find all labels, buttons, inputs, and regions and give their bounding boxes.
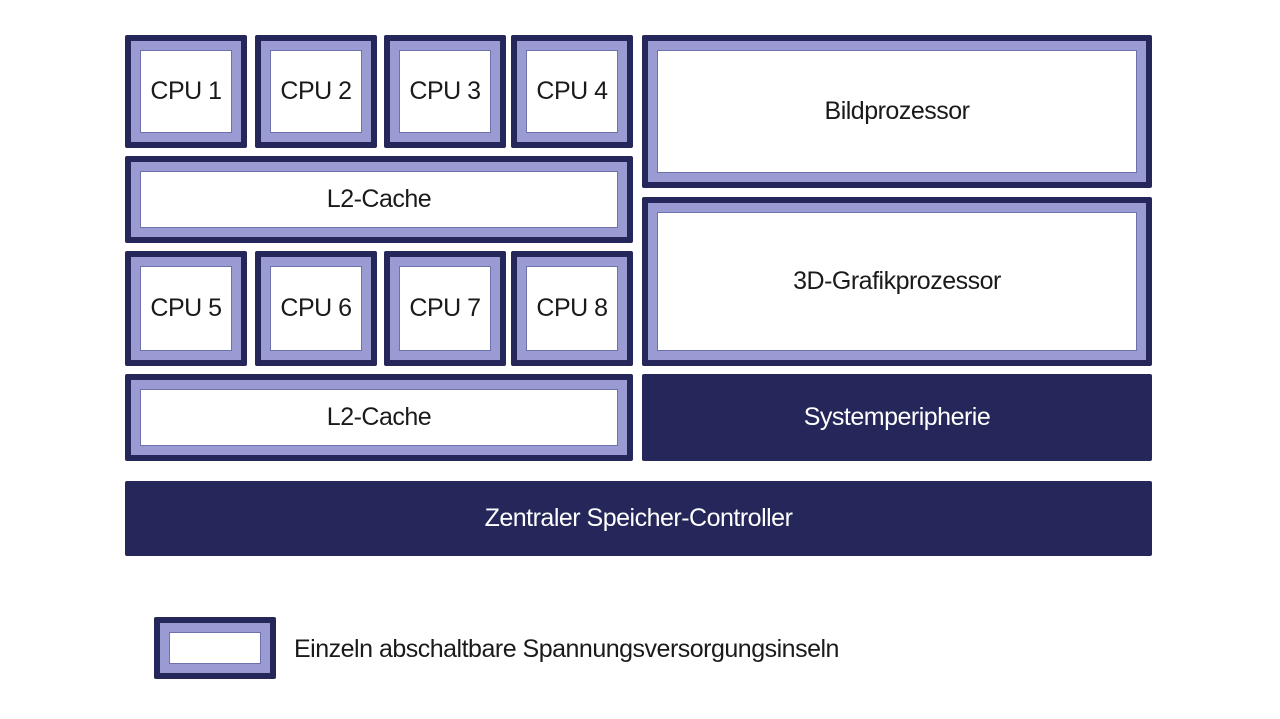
- cpu-3-block: CPU 3: [384, 35, 506, 148]
- cpu-5-block: CPU 5: [125, 251, 247, 366]
- cpu-7-block: CPU 7: [384, 251, 506, 366]
- legend-swatch: [154, 617, 276, 679]
- grafikprozessor-block: 3D-Grafikprozessor: [642, 197, 1152, 366]
- legend-label: Einzeln abschaltbare Spannungsversorgung…: [294, 634, 839, 663]
- bildprozessor-block: Bildprozessor: [642, 35, 1152, 188]
- cpu-4-block: CPU 4: [511, 35, 633, 148]
- cpu-6-block: CPU 6: [255, 251, 377, 366]
- l2-cache-block-top: L2-Cache: [125, 156, 633, 243]
- cpu-8-block: CPU 8: [511, 251, 633, 366]
- l2-cache-block-bottom: L2-Cache: [125, 374, 633, 461]
- speicher-controller-block: Zentraler Speicher-Controller: [125, 481, 1152, 556]
- cpu-1-block: CPU 1: [125, 35, 247, 148]
- cpu-2-block: CPU 2: [255, 35, 377, 148]
- systemperipherie-block: Systemperipherie: [642, 374, 1152, 461]
